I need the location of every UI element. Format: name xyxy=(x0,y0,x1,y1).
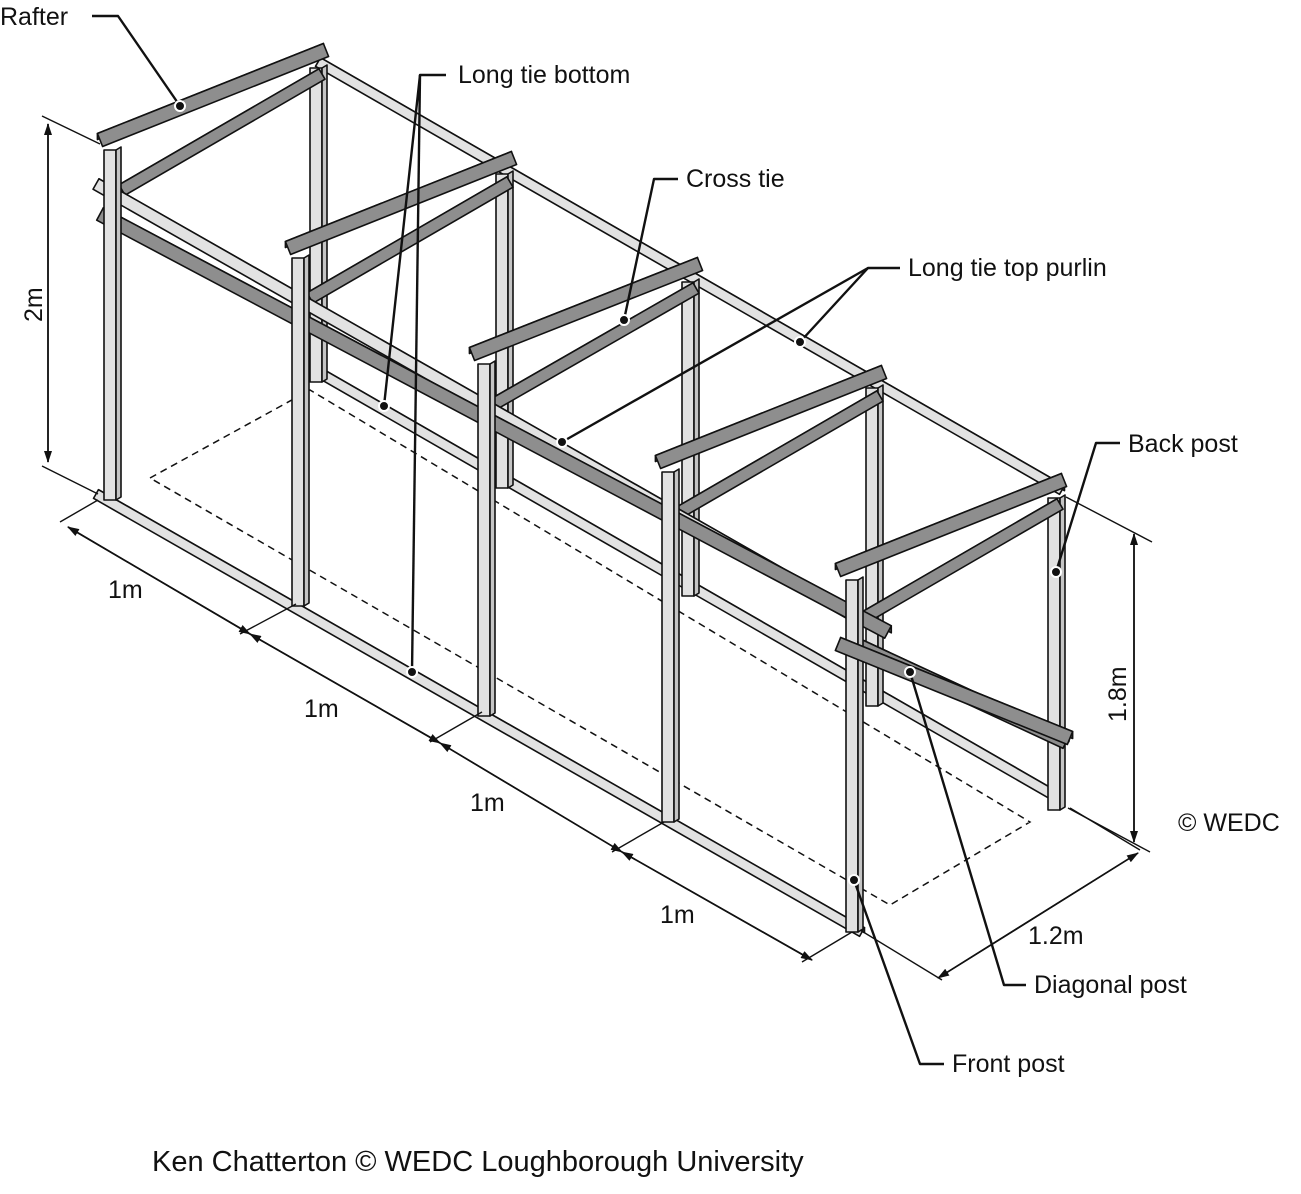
diagonal-post-leader xyxy=(908,671,1026,987)
back-post-label: Back post xyxy=(1128,430,1238,458)
rafter-leader xyxy=(92,14,181,107)
rafter-2 xyxy=(284,150,518,256)
bay-1-label: 1m xyxy=(108,576,143,604)
cross-tie-leader xyxy=(622,177,678,321)
back-post-leader xyxy=(1054,441,1120,573)
leader-lines xyxy=(92,14,1120,1066)
credit-line: Ken Chatterton © WEDC Loughborough Unive… xyxy=(152,1146,804,1178)
depth-label: 1.2m xyxy=(1028,922,1084,950)
long-tie-bottom-leader-2 xyxy=(410,74,422,673)
front-post-3 xyxy=(477,360,496,717)
copyright-mark: © WEDC xyxy=(1178,809,1280,837)
rafter-1 xyxy=(96,42,330,148)
long-tie-top-purlin-leader-2 xyxy=(561,266,869,444)
height-front-label: 2m xyxy=(20,287,48,322)
rafter-3 xyxy=(468,256,704,362)
cross-tie-5 xyxy=(856,498,1064,626)
cross-tie-label: Cross tie xyxy=(686,165,785,193)
rafter-5 xyxy=(834,472,1068,578)
bay-3-label: 1m xyxy=(470,789,505,817)
front-post-4 xyxy=(661,468,680,823)
rafter-4 xyxy=(654,364,888,470)
diagonal-post-label: Diagonal post xyxy=(1034,971,1187,999)
long-tie-bottom-label: Long tie bottom xyxy=(458,61,630,89)
front-post-label: Front post xyxy=(952,1050,1065,1078)
bay-4-label: 1m xyxy=(660,901,695,929)
ground-outline xyxy=(149,389,1032,906)
height-back-label: 1.8m xyxy=(1104,666,1132,722)
front-post-5 xyxy=(845,576,864,933)
front-post-1 xyxy=(103,146,122,501)
diagonal-post xyxy=(834,636,1074,746)
back-post-3 xyxy=(681,278,700,597)
rafter-label: Rafter xyxy=(0,3,68,31)
back-post-5 xyxy=(1047,494,1066,811)
bay-2-label: 1m xyxy=(304,695,339,723)
front-post-2 xyxy=(291,254,310,607)
roof-members xyxy=(96,42,1068,626)
long-tie-top-purlin-label: Long tie top purlin xyxy=(908,254,1107,282)
front-post-leader xyxy=(852,879,944,1066)
